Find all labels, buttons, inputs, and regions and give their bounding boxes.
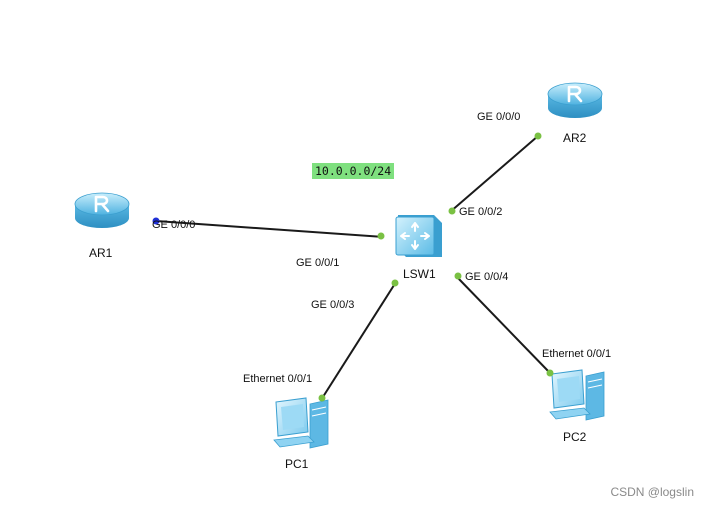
port-indicators — [152, 132, 554, 402]
pc-pc1[interactable] — [273, 397, 329, 449]
pc-pc2[interactable] — [549, 369, 605, 421]
port-dot-lsw1-ge002 — [448, 207, 456, 215]
port-label-lsw1-ge004: GE 0/0/4 — [465, 271, 509, 283]
device-label-pc2: PC2 — [563, 430, 587, 444]
port-label-lsw1-ge003: GE 0/0/3 — [311, 299, 355, 311]
subnet-label: 10.0.0.0/24 — [312, 163, 395, 179]
router-icon — [547, 82, 603, 118]
port-label-pc1-eth001: Ethernet 0/0/1 — [243, 373, 313, 385]
device-label-ar2: AR2 — [563, 131, 587, 145]
port-label-ar2-ge000: GE 0/0/0 — [477, 111, 521, 123]
pc-icon — [273, 397, 329, 449]
link-lsw1-pc2[interactable] — [456, 276, 552, 375]
device-label-lsw1: LSW1 — [403, 267, 436, 281]
pc-icon — [549, 369, 605, 421]
switch-icon — [395, 215, 442, 257]
link-ar2-lsw1[interactable] — [449, 135, 539, 213]
router-icon — [74, 192, 130, 228]
port-dot-lsw1-ge001 — [377, 232, 385, 240]
port-dot-ar1-ge000 — [152, 217, 160, 225]
port-label-lsw1-ge001: GE 0/0/1 — [296, 257, 340, 269]
switch-lsw1[interactable] — [395, 215, 442, 257]
port-label-lsw1-ge002: GE 0/0/2 — [459, 206, 503, 218]
device-label-pc1: PC1 — [285, 457, 309, 471]
watermark: CSDN @logslin — [610, 485, 694, 499]
port-label-ar1-ge000: GE 0/0/0 — [152, 219, 196, 231]
port-dot-lsw1-ge003 — [391, 279, 399, 287]
port-label-pc2-eth001: Ethernet 0/0/1 — [542, 348, 612, 360]
link-ar1-lsw1[interactable] — [155, 220, 384, 238]
device-label-ar1: AR1 — [89, 246, 113, 260]
port-dot-ar2-ge000 — [534, 132, 542, 140]
router-ar2[interactable] — [547, 82, 603, 118]
port-dot-lsw1-ge004 — [454, 272, 462, 280]
router-ar1[interactable] — [74, 192, 130, 228]
port-dot-pc2-eth001 — [546, 369, 554, 377]
links — [155, 135, 552, 401]
port-dot-pc1-eth001 — [318, 394, 326, 402]
link-lsw1-pc1[interactable] — [320, 281, 397, 401]
